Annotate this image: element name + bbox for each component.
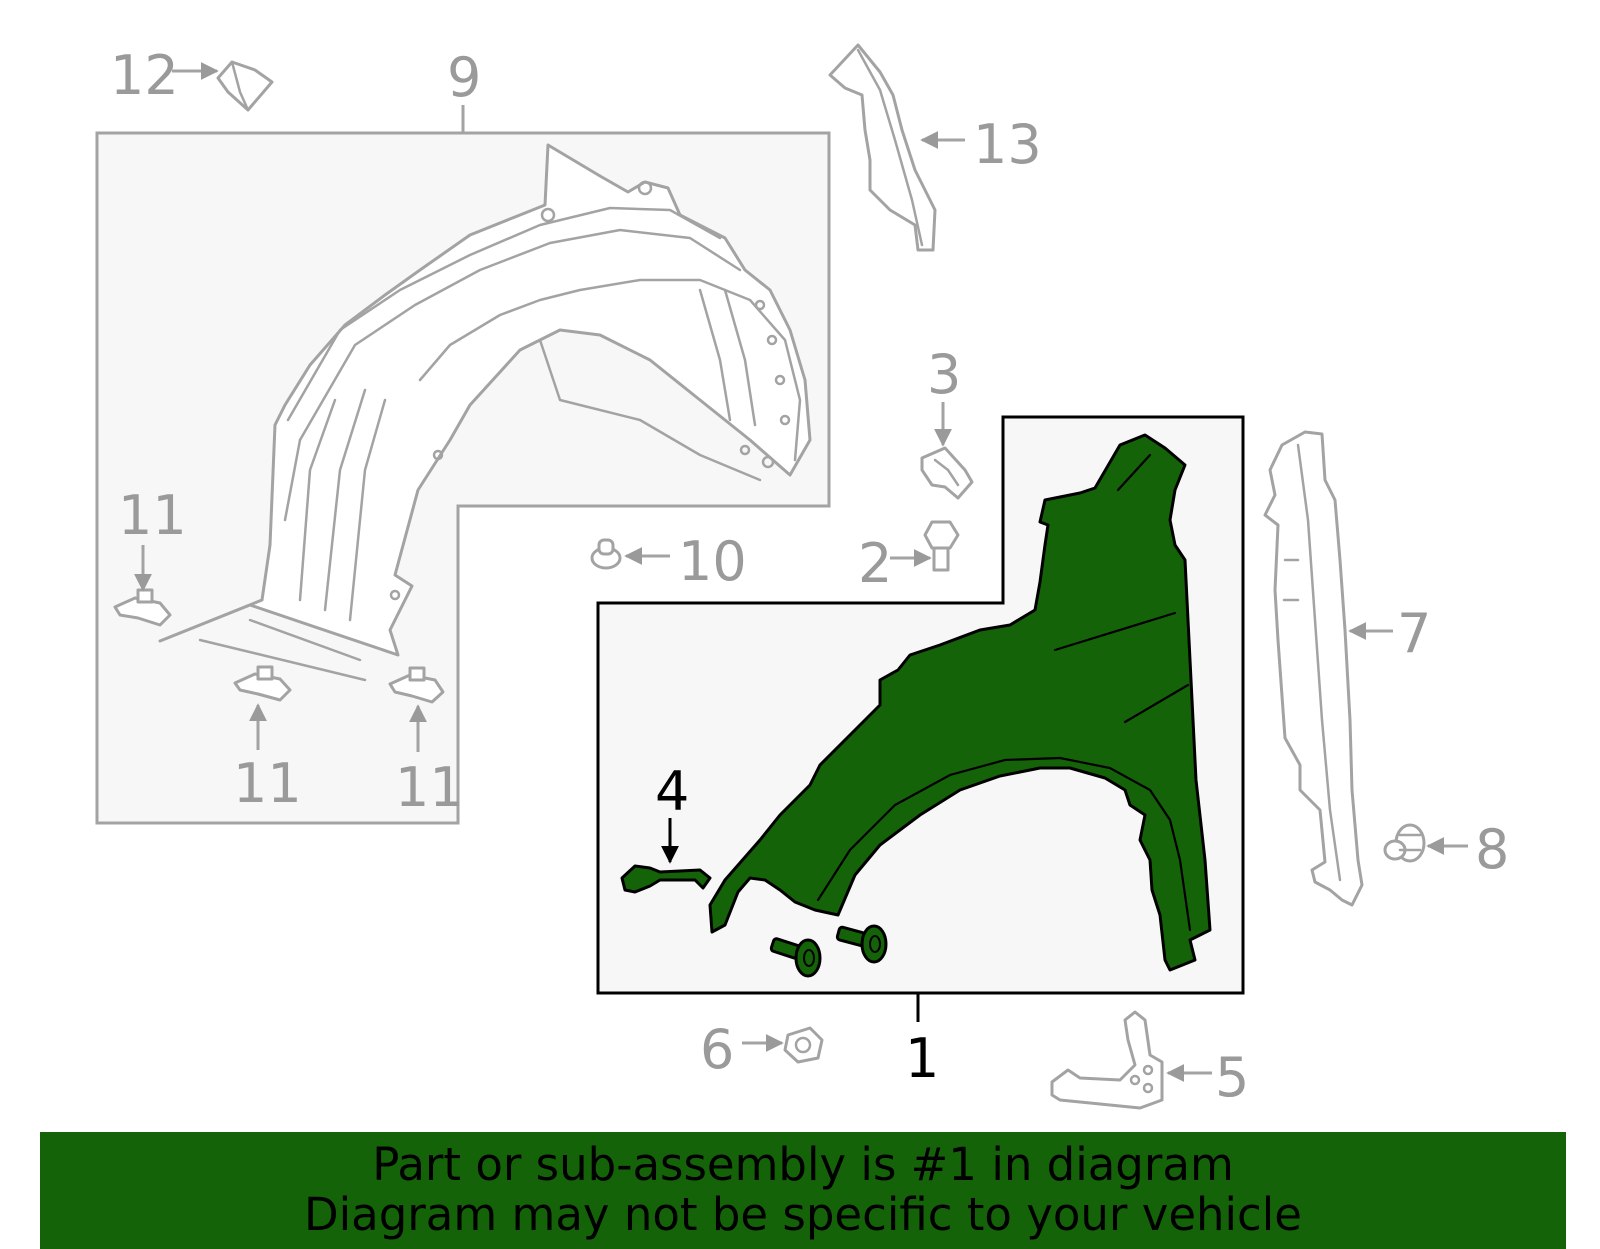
callout-6: 6: [700, 1018, 734, 1081]
callout-7: 7: [1397, 602, 1431, 665]
part-11-clip-middle: [233, 665, 292, 702]
part-5-bracket: [1050, 1010, 1164, 1110]
part-12-clip: [216, 60, 274, 112]
part-3-nut: [920, 446, 974, 500]
callout-8: 8: [1475, 818, 1509, 881]
part-10-clip: [590, 538, 622, 570]
callout-4: 4: [655, 760, 689, 823]
front-fender-part: [708, 433, 1212, 972]
part-4-bracket: [620, 864, 712, 894]
callout-12: 12: [110, 44, 179, 107]
callout-9: 9: [447, 46, 481, 109]
callout-1: 1: [905, 1027, 939, 1090]
part-7-seal: [1263, 430, 1364, 907]
callout-3: 3: [927, 343, 961, 406]
banner-line-1: Part or sub-assembly is #1 in diagram: [372, 1138, 1234, 1191]
fender-bolt-left: [769, 937, 822, 978]
callout-5: 5: [1215, 1046, 1249, 1109]
part-6-nut: [783, 1026, 824, 1064]
fender-bolt-right: [835, 924, 888, 964]
callout-10: 10: [678, 530, 747, 593]
part-8-grommet: [1383, 823, 1426, 863]
callout-11-left: 11: [118, 484, 187, 547]
disclaimer-banner: Part or sub-assembly is #1 in diagram Di…: [40, 1132, 1566, 1249]
callout-2: 2: [858, 532, 892, 595]
callout-13: 13: [973, 113, 1042, 176]
callout-11-middle: 11: [233, 752, 302, 815]
fender-liner-part: [158, 143, 812, 682]
part-13-bracket: [828, 43, 937, 252]
part-11-clip-right: [388, 666, 445, 704]
part-2-bolt: [923, 520, 960, 572]
banner-line-2: Diagram may not be specific to your vehi…: [304, 1188, 1302, 1241]
part-11-clip-left: [113, 588, 172, 627]
callout-11-right: 11: [395, 756, 464, 819]
